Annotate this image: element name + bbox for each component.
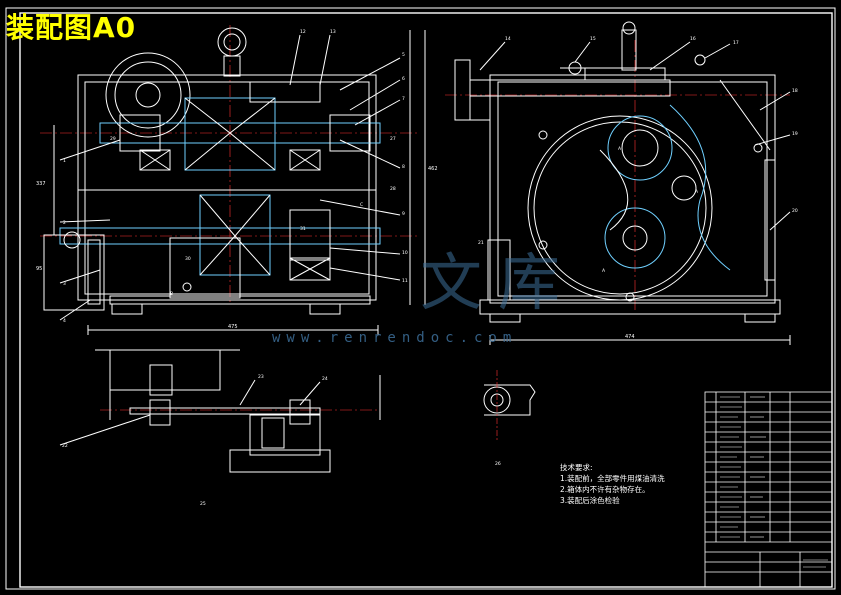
- drawing-title: 装配图A0: [6, 11, 137, 44]
- height-c-dim: 462: [428, 166, 438, 172]
- part-label: 1: [63, 158, 66, 164]
- part-label: 17: [733, 40, 739, 46]
- part-label: 24: [322, 376, 328, 382]
- part-label: 15: [590, 36, 596, 42]
- part-label: 18: [792, 88, 798, 94]
- part-label: 7: [402, 96, 405, 102]
- section-letter: A: [618, 146, 622, 152]
- part-label: 11: [402, 278, 408, 284]
- part-label: 20: [792, 208, 798, 214]
- technical-requirements-heading: 技术要求:: [560, 463, 593, 472]
- title-block-text-marks: [720, 396, 828, 568]
- part-label: 30: [185, 256, 191, 262]
- section-letter: C: [360, 202, 363, 208]
- technical-requirement-line: 2.箱体内不许有杂物存在。: [560, 485, 650, 494]
- section-letter: A: [695, 189, 699, 195]
- part-label: 3: [63, 281, 66, 287]
- side-view: [445, 21, 791, 345]
- section-letter: B: [170, 291, 173, 297]
- part-label: 10: [402, 250, 408, 256]
- side-width-dim: 474: [625, 334, 635, 340]
- detail-view: [483, 370, 536, 440]
- outer-border: [5, 7, 836, 590]
- front-view: [40, 25, 426, 335]
- part-label: 5: [402, 52, 405, 58]
- part-label: 12: [300, 29, 306, 35]
- part-label: 19: [792, 131, 798, 137]
- part-labels: 1 2 3 4 5 6 7 8 9 10 11 12 13 14 15 16 1…: [62, 29, 798, 507]
- dimension-labels: 475 474 337 95 462: [36, 166, 635, 340]
- technical-requirement-line: 1.装配前，全部零件用煤油清洗: [560, 474, 665, 483]
- part-label: 21: [478, 240, 484, 246]
- title-block: [704, 391, 833, 588]
- part-label: 4: [63, 318, 66, 324]
- technical-requirement-line: 3.装配后涂色检验: [560, 496, 620, 505]
- part-label: 9: [402, 211, 405, 217]
- part-label: 2: [63, 220, 66, 226]
- part-label: 14: [505, 36, 511, 42]
- part-label: 27: [390, 136, 396, 142]
- front-width-dim: 475: [228, 324, 238, 330]
- part-label: 23: [258, 374, 264, 380]
- part-label: 8: [402, 164, 405, 170]
- part-label: 25: [200, 501, 206, 507]
- section-letter: A: [602, 268, 606, 274]
- part-label: 22: [62, 443, 68, 449]
- part-label: 6: [402, 76, 405, 82]
- height-b-dim: 95: [36, 266, 42, 272]
- height-a-dim: 337: [36, 181, 46, 187]
- part-label: 31: [300, 226, 306, 232]
- inner-frame: [19, 12, 833, 588]
- part-label: 29: [110, 136, 116, 142]
- watermark-url: www.renrendoc.com: [272, 330, 518, 346]
- technical-requirements: 技术要求: 1.装配前，全部零件用煤油清洗 2.箱体内不许有杂物存在。 3.装配…: [560, 462, 665, 506]
- part-label: 16: [690, 36, 696, 42]
- part-label: 13: [330, 29, 336, 35]
- watermark-logo-text: 文库: [420, 246, 577, 319]
- part-label: 28: [390, 186, 396, 192]
- part-label: 26: [495, 461, 501, 467]
- section-view: [59, 349, 381, 473]
